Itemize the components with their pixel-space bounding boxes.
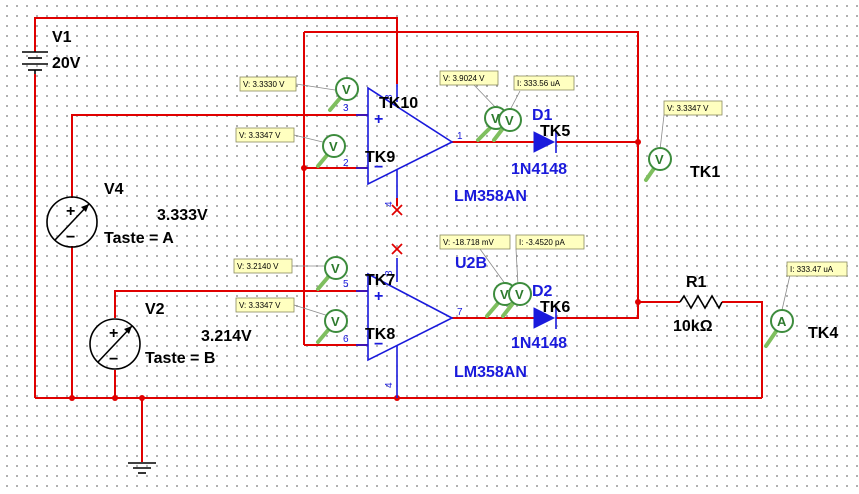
u2b-pin4: 4 (384, 382, 395, 388)
probe-letter-tk8: V (331, 314, 340, 329)
probe-letter-out1-current: V (505, 113, 514, 128)
v4-key: Taste = A (104, 230, 174, 247)
probe-marker-tk7[interactable]: V (316, 256, 348, 291)
u2a-pin4: 4 (384, 201, 395, 207)
probe-value-tk9: V: 3.3347 V (239, 131, 281, 140)
v2-ref: V2 (145, 301, 165, 318)
u2b-minus-sign: − (374, 336, 383, 353)
d1-ref: D1 (532, 107, 553, 124)
u2a-pin4-unconnected-mark (391, 204, 403, 216)
tag-tk5: TK5 (540, 123, 570, 140)
probe-box-out2-voltage[interactable]: V: -18.718 mV (439, 234, 511, 286)
probe-box-out1-current[interactable]: I: 333.56 uA (509, 75, 575, 111)
v2-key: Taste = B (145, 350, 215, 367)
u2b-model: LM358AN (454, 364, 527, 381)
probe-letter-out2-current: V (515, 287, 524, 302)
probe-marker-tk9[interactable]: V (316, 134, 346, 168)
probe-letter-tk1: V (655, 152, 664, 167)
probe-value-tk8: V: 3.3347 V (239, 301, 281, 310)
tag-tk10: TK10 (379, 95, 418, 112)
probe-value-tk1: V: 3.3347 V (667, 104, 709, 113)
probe-value-out1-current: I: 333.56 uA (517, 79, 561, 88)
probe-value-out1-voltage: V: 3.9024 V (443, 74, 485, 83)
u2b-pin8: 8 (384, 270, 395, 276)
u2b-pin6: 6 (343, 334, 349, 345)
ground-symbol (128, 462, 156, 474)
probe-marker-tk1[interactable]: V (644, 147, 672, 182)
v4-value: 3.333V (157, 207, 208, 224)
d1-model: 1N4148 (511, 161, 567, 178)
d2-ref: D2 (532, 283, 553, 300)
tag-tk7: TK7 (365, 272, 395, 289)
tag-tk6: TK6 (540, 299, 570, 316)
v4-plus: + (66, 203, 75, 220)
probe-box-tk10[interactable]: V: 3.3330 V (239, 76, 336, 92)
probe-box-tk7[interactable]: V: 3.2140 V (233, 258, 335, 274)
v4-source[interactable]: + − (46, 196, 98, 248)
u2a-pin3: 3 (343, 103, 349, 114)
probe-value-tk7: V: 3.2140 V (237, 262, 279, 271)
v1-ref: V1 (52, 29, 72, 46)
probe-value-tk4: I: 333.47 uA (790, 265, 834, 274)
v4-minus: − (66, 229, 75, 246)
u2b-ref: U2B (455, 255, 487, 272)
probe-marker-out2-current[interactable]: V (501, 282, 532, 318)
d2-model: 1N4148 (511, 335, 567, 352)
tag-tk1: TK1 (690, 164, 720, 181)
v2-source[interactable]: + − (89, 318, 141, 370)
v2-minus: − (109, 351, 118, 368)
u2a-pin8: 8 (384, 94, 395, 100)
probe-marker-out1-current[interactable]: V (492, 108, 522, 142)
probe-marker-tk10[interactable]: V (328, 77, 359, 112)
u2a-pin2: 2 (343, 158, 349, 169)
wires (34, 17, 763, 462)
probe-letter-tk7: V (331, 261, 340, 276)
tag-tk8: TK8 (365, 326, 395, 343)
u2b-pin7: 7 (457, 307, 463, 318)
v1-battery[interactable] (22, 51, 48, 74)
junctions (69, 139, 641, 401)
u2a-model: LM358AN (454, 188, 527, 205)
probe-marker-tk4[interactable]: A (764, 309, 794, 348)
probe-box-out2-current[interactable]: I: -3.4520 pA (515, 234, 585, 286)
tag-tk9: TK9 (365, 149, 395, 166)
probe-letter-out1-voltage: V (491, 111, 500, 126)
probe-box-tk1[interactable]: V: 3.3347 V (659, 100, 723, 151)
probe-letter-out2-voltage: V (500, 287, 509, 302)
probe-letter-tk4: A (777, 314, 787, 329)
v4-ref: V4 (104, 181, 124, 198)
u2a-plus-sign: + (374, 111, 383, 128)
probe-box-tk4[interactable]: I: 333.47 uA (781, 261, 848, 311)
probe-value-out2-voltage: V: -18.718 mV (443, 238, 495, 247)
u2a-pin1: 1 (457, 131, 463, 142)
r1-ref: R1 (686, 274, 707, 291)
r1-value: 10kΩ (673, 318, 713, 335)
tag-tk4: TK4 (808, 325, 838, 342)
r1-resistor[interactable] (679, 294, 723, 310)
v2-value: 3.214V (201, 328, 252, 345)
probe-box-tk9[interactable]: V: 3.3347 V (235, 127, 336, 146)
probe-box-tk8[interactable]: V: 3.3347 V (235, 297, 336, 319)
probe-letter-tk9: V (329, 139, 338, 154)
probe-value-tk10: V: 3.3330 V (243, 80, 285, 89)
u2b-opamp[interactable]: + − (356, 258, 454, 398)
u2b-pin8-unconnected-mark (391, 243, 403, 255)
u2b-plus-sign: + (374, 288, 383, 305)
probe-value-out2-current: I: -3.4520 pA (519, 238, 565, 247)
u2a-minus-sign: − (374, 159, 383, 176)
u2b-pin5: 5 (343, 279, 349, 290)
probe-marker-tk8[interactable]: V (316, 309, 348, 344)
d2-diode[interactable] (533, 307, 557, 329)
probe-letter-tk10: V (342, 82, 351, 97)
v1-value: 20V (52, 55, 81, 72)
probe-box-out1-voltage[interactable]: V: 3.9024 V (439, 70, 499, 111)
v2-plus: + (109, 325, 118, 342)
d1-diode[interactable] (533, 131, 557, 153)
u2a-opamp[interactable]: + − (356, 84, 454, 198)
